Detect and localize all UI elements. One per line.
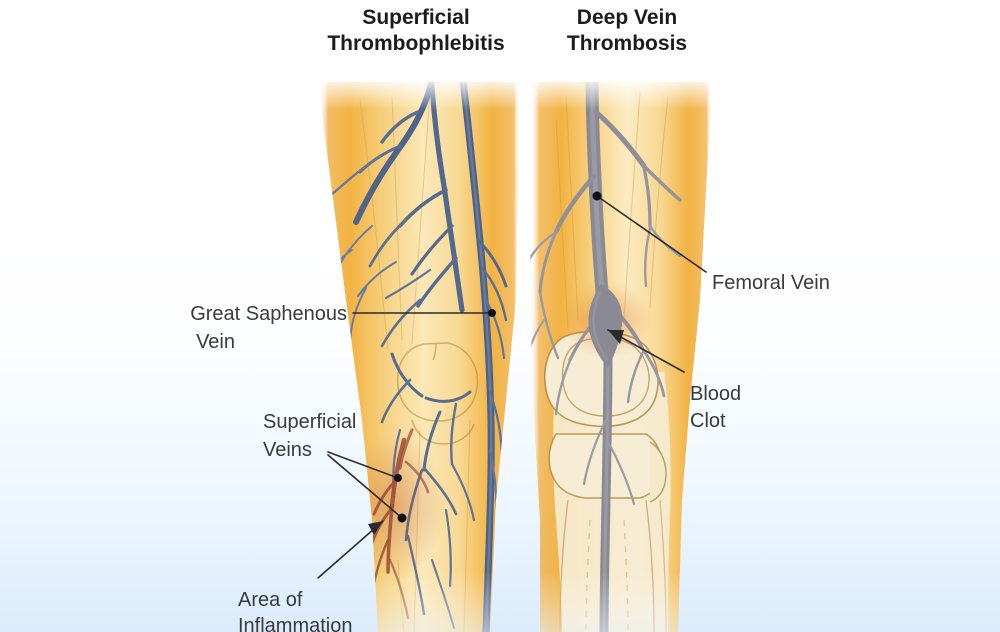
left-title-line2: Thrombophlebitis xyxy=(327,32,504,55)
right-leg-illustration xyxy=(530,82,712,632)
blood-clot xyxy=(588,284,623,368)
superficial-veins-label-line2: Veins xyxy=(263,439,312,461)
blood-clot-label-line2: Clot xyxy=(690,410,726,432)
annotation-superficial-veins: Superficial Veins xyxy=(263,411,407,523)
annotation-great-saphenous-vein: Great Saphenous Vein xyxy=(190,303,496,353)
femoral-vein-dot xyxy=(592,191,602,201)
superficial-veins-leader-lower xyxy=(327,454,403,519)
area-of-inflammation-label-line2: Inflammation xyxy=(238,615,353,632)
annotation-blood-clot: Blood Clot xyxy=(607,329,741,432)
great-saphenous-label-line2: Vein xyxy=(196,331,235,353)
femoral-vein-label: Femoral Vein xyxy=(712,272,830,294)
left-leg-skin xyxy=(318,82,520,632)
area-of-inflammation-arrowhead xyxy=(368,521,383,535)
titles-group: Superficial Thrombophlebitis Deep Vein T… xyxy=(327,6,687,55)
great-saphenous-label-line1: Great Saphenous xyxy=(190,303,347,325)
annotation-area-of-inflammation: Area of Inflammation xyxy=(238,520,384,632)
left-title-line1: Superficial xyxy=(362,6,469,29)
right-leg-bones xyxy=(544,330,671,632)
left-leg-illustration xyxy=(318,82,520,632)
blood-clot-arrowhead xyxy=(608,330,624,344)
right-title-line2: Thrombosis xyxy=(567,32,687,55)
superficial-veins-leader-upper xyxy=(327,451,399,479)
superficial-veins-dot-upper xyxy=(394,474,402,482)
blood-clot-label-line1: Blood xyxy=(690,383,741,405)
great-saphenous-dot xyxy=(488,309,496,317)
superficial-veins-dot-lower xyxy=(397,513,407,523)
femoral-vein-leader xyxy=(596,195,707,273)
right-title-line1: Deep Vein xyxy=(577,6,677,29)
fibula-head xyxy=(649,441,667,503)
annotation-femoral-vein: Femoral Vein xyxy=(592,191,830,294)
area-of-inflammation-label-line1: Area of xyxy=(238,589,303,611)
superficial-veins-label-line1: Superficial xyxy=(263,411,356,433)
